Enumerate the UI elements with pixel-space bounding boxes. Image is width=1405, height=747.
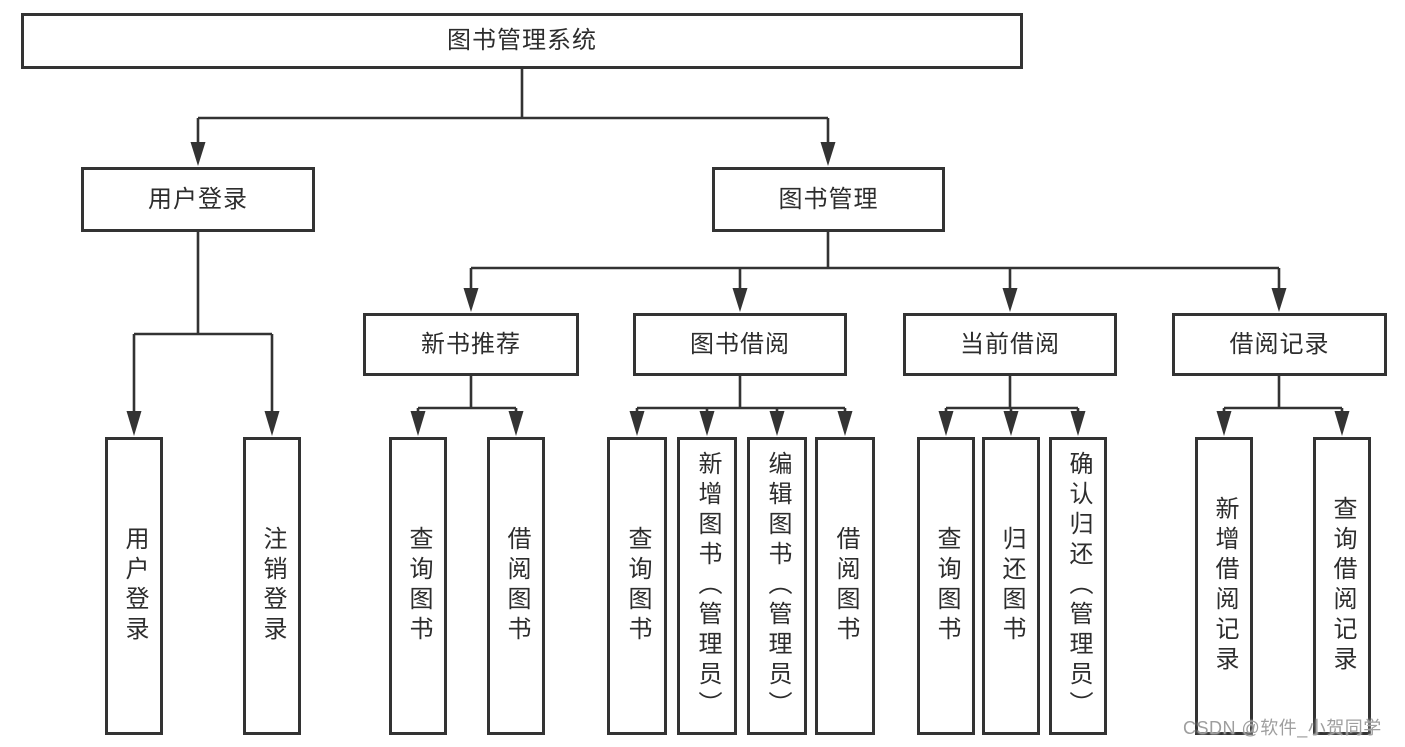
node-book-management: 图书管理 bbox=[712, 167, 945, 232]
connector-new-book-to-leaves bbox=[410, 376, 524, 436]
leaf-query-books-borrow: 查询图书 bbox=[607, 437, 667, 735]
leaf-borrow-books-recommend: 借阅图书 bbox=[487, 437, 545, 735]
leaf-logout: 注销登录 bbox=[243, 437, 301, 735]
node-new-book-recommend: 新书推荐 bbox=[363, 313, 579, 376]
leaf-query-books-current: 查询图书 bbox=[917, 437, 975, 735]
connector-current-borrow-to-leaves bbox=[938, 376, 1086, 436]
connector-borrow-records-to-leaves bbox=[1216, 376, 1350, 436]
leaf-return-books: 归还图书 bbox=[982, 437, 1040, 735]
connector-user-login-to-leaves bbox=[126, 232, 280, 436]
node-current-borrow: 当前借阅 bbox=[903, 313, 1117, 376]
node-borrow-records: 借阅记录 bbox=[1172, 313, 1387, 376]
leaf-query-books-recommend: 查询图书 bbox=[389, 437, 447, 735]
connector-book-borrow-to-leaves bbox=[629, 376, 853, 436]
leaf-confirm-return-admin: 确认归还（管理员） bbox=[1049, 437, 1107, 735]
leaf-borrow-books: 借阅图书 bbox=[815, 437, 875, 735]
leaf-add-borrow-record: 新增借阅记录 bbox=[1195, 437, 1253, 735]
leaf-edit-books-admin: 编辑图书（管理员） bbox=[747, 437, 807, 735]
leaf-user-login: 用户登录 bbox=[105, 437, 163, 735]
node-library-management-system: 图书管理系统 bbox=[21, 13, 1023, 69]
node-user-login: 用户登录 bbox=[81, 167, 315, 232]
node-book-borrow: 图书借阅 bbox=[633, 313, 847, 376]
csdn-watermark: CSDN @软件_小贺同学 bbox=[1183, 718, 1382, 738]
leaf-query-borrow-record: 查询借阅记录 bbox=[1313, 437, 1371, 735]
connector-book-management-to-level3 bbox=[463, 232, 1287, 312]
connector-root-to-level2 bbox=[190, 69, 836, 166]
leaf-add-books-admin: 新增图书（管理员） bbox=[677, 437, 737, 735]
